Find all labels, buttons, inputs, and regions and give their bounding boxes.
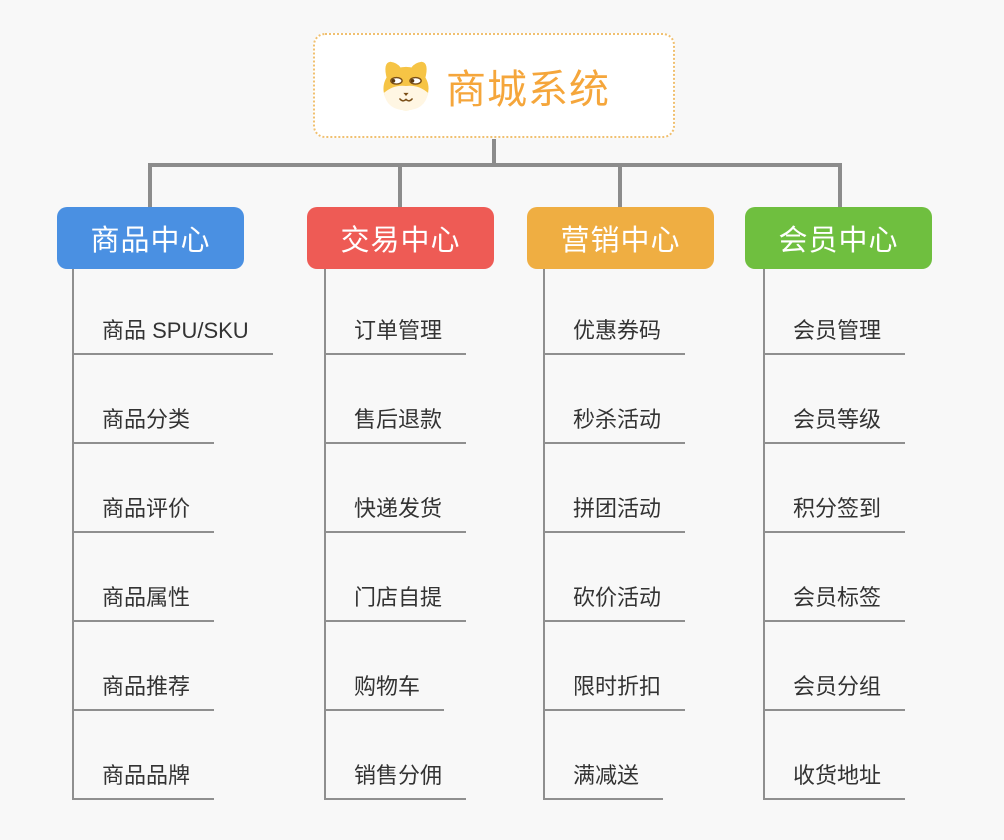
mindmap-node[interactable]: 会员标签 (763, 585, 906, 622)
dog-face-icon (378, 60, 434, 112)
mindmap-node[interactable]: 购物车 (324, 674, 445, 711)
connector-drop-marketing (618, 166, 622, 207)
mindmap-node[interactable]: 收货地址 (763, 763, 906, 800)
mindmap-node[interactable]: 优惠券码 (543, 318, 686, 355)
mindmap-node[interactable]: 会员分组 (763, 674, 906, 711)
connector-drop-product (148, 166, 152, 207)
branch-marketing-items: 优惠券码 秒杀活动 拼团活动 砍价活动 限时折扣 满减送 (543, 269, 686, 800)
branch-header-marketing[interactable]: 营销中心 (527, 207, 714, 269)
branch-header-member[interactable]: 会员中心 (745, 207, 932, 269)
mindmap-node[interactable]: 商品评价 (72, 496, 215, 533)
mindmap-node[interactable]: 商品推荐 (72, 674, 215, 711)
branch-product-items: 商品 SPU/SKU 商品分类 商品评价 商品属性 商品推荐 商品品牌 (72, 269, 273, 800)
root-node[interactable]: 商城系统 (313, 33, 675, 138)
mindmap-node[interactable]: 售后退款 (324, 407, 467, 444)
mindmap-node[interactable]: 商品 SPU/SKU (72, 318, 273, 355)
mindmap-node[interactable]: 积分签到 (763, 496, 906, 533)
mindmap-node[interactable]: 秒杀活动 (543, 407, 686, 444)
branch-member-items: 会员管理 会员等级 积分签到 会员标签 会员分组 收货地址 (763, 269, 906, 800)
mindmap-node[interactable]: 满减送 (543, 763, 664, 800)
connector-trunk (148, 163, 842, 167)
root-title: 商城系统 (446, 67, 610, 112)
mindmap-node[interactable]: 拼团活动 (543, 496, 686, 533)
connector-drop-trade (398, 166, 402, 207)
connector-root-stub (492, 139, 496, 165)
mindmap-node[interactable]: 商品属性 (72, 585, 215, 622)
mindmap-node[interactable]: 门店自提 (324, 585, 467, 622)
mindmap-node[interactable]: 会员管理 (763, 318, 906, 355)
connector-drop-member (838, 166, 842, 207)
branch-trade-items: 订单管理 售后退款 快递发货 门店自提 购物车 销售分佣 (324, 269, 467, 800)
mindmap-node[interactable]: 快递发货 (324, 496, 467, 533)
mindmap-node[interactable]: 商品品牌 (72, 763, 215, 800)
mindmap-node[interactable]: 订单管理 (324, 318, 467, 355)
branch-header-product[interactable]: 商品中心 (57, 207, 244, 269)
branch-header-trade[interactable]: 交易中心 (307, 207, 494, 269)
mindmap-node[interactable]: 限时折扣 (543, 674, 686, 711)
mindmap-node[interactable]: 销售分佣 (324, 763, 467, 800)
mindmap-node[interactable]: 砍价活动 (543, 585, 686, 622)
mindmap-node[interactable]: 商品分类 (72, 407, 215, 444)
mindmap-node[interactable]: 会员等级 (763, 407, 906, 444)
